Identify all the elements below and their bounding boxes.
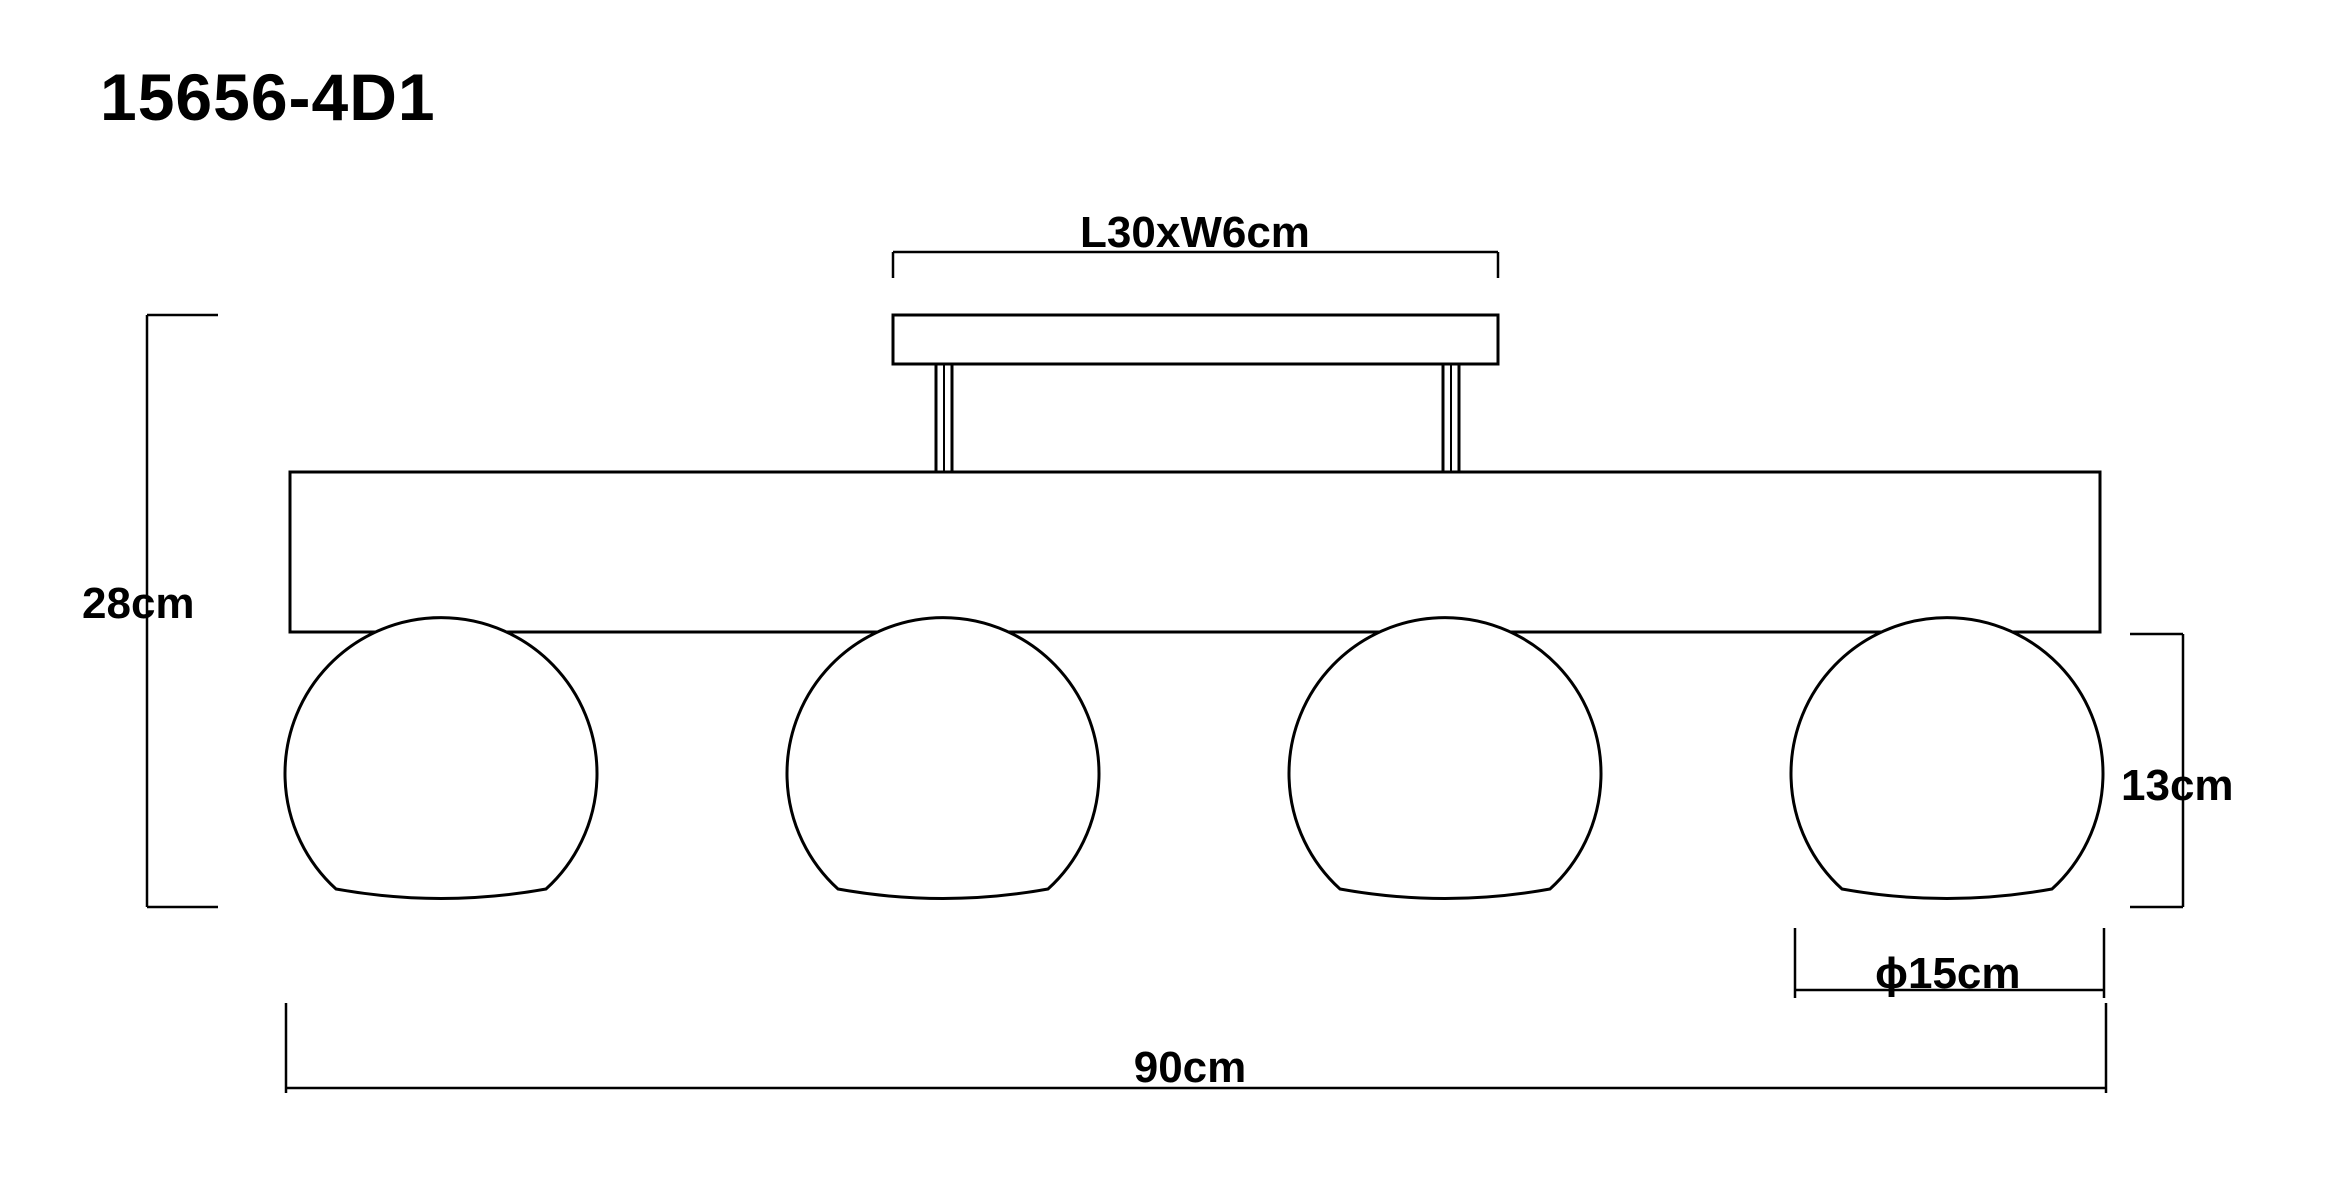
canopy-dimension: L30xW6cm (891, 208, 1500, 278)
total-length-label: 90cm (1134, 1043, 1247, 1092)
glass-shade (1789, 616, 2105, 900)
glass-shade (1287, 616, 1603, 900)
shade-diameter-dimension: ϕ15cm (1793, 928, 2106, 998)
shade-height-label: 13cm (2121, 761, 2234, 810)
ceiling-canopy (891, 313, 1500, 366)
model-title: 15656-4D1 (100, 60, 436, 134)
glass-shades (283, 616, 2105, 900)
shade-height-dimension: 13cm (2121, 632, 2234, 909)
height-dimension: 28cm (82, 313, 218, 909)
mounting-rod-left (934, 362, 954, 474)
shade-diameter-label: ϕ15cm (1875, 949, 2021, 998)
glass-shade (283, 616, 599, 900)
mounting-rod-right (1441, 362, 1461, 474)
height-dimension-label: 28cm (82, 579, 195, 628)
total-length-dimension: 90cm (284, 1003, 2108, 1093)
canopy-dimension-label: L30xW6cm (1080, 208, 1310, 257)
lamp-bar (288, 470, 2102, 634)
glass-shade (785, 616, 1101, 900)
